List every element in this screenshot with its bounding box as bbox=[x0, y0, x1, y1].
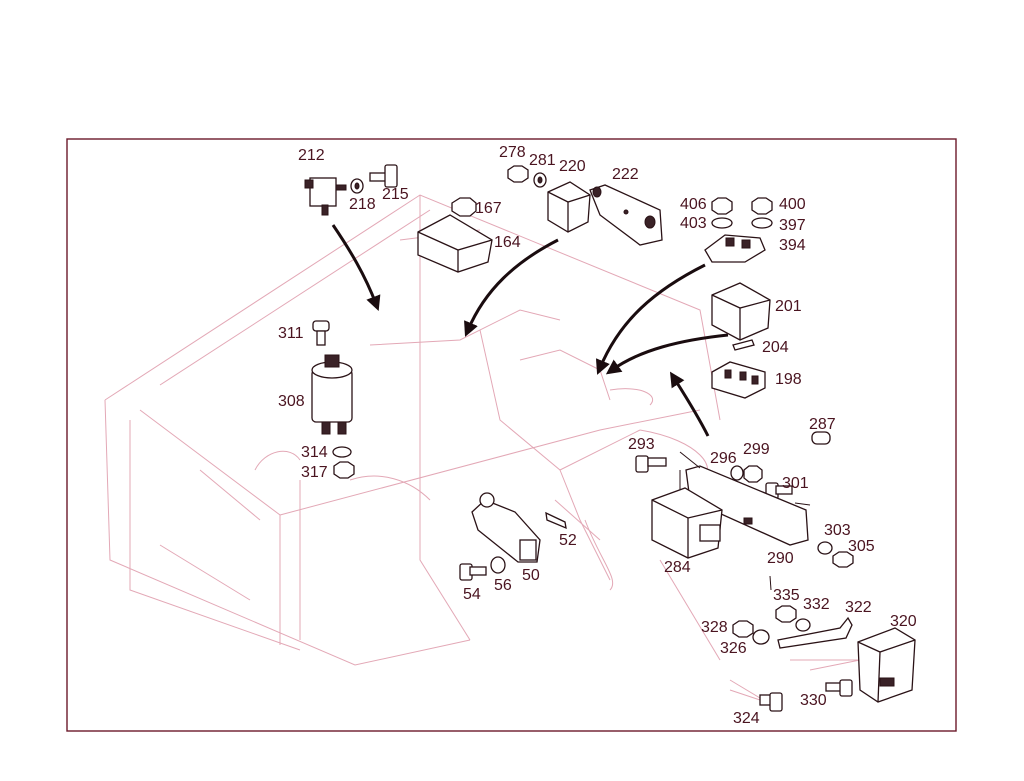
part-397-washer bbox=[751, 217, 773, 229]
label-308: 308 bbox=[278, 393, 305, 410]
label-278: 278 bbox=[499, 144, 526, 161]
part-212-switch bbox=[304, 177, 347, 216]
diagram-frame bbox=[66, 138, 957, 732]
label-314: 314 bbox=[301, 444, 328, 461]
label-204: 204 bbox=[762, 339, 789, 356]
assembly-arrows bbox=[331, 224, 729, 437]
label-287: 287 bbox=[809, 416, 836, 433]
part-400-nut bbox=[751, 197, 773, 215]
label-320: 320 bbox=[890, 613, 917, 630]
part-281-washer bbox=[533, 172, 547, 188]
label-311: 311 bbox=[278, 325, 304, 342]
label-284: 284 bbox=[664, 559, 691, 576]
part-299-nut bbox=[743, 465, 763, 483]
label-296: 296 bbox=[710, 450, 737, 467]
label-215: 215 bbox=[382, 186, 409, 203]
part-220-relay bbox=[547, 181, 591, 233]
label-198: 198 bbox=[775, 371, 802, 388]
part-54-bolt bbox=[459, 563, 487, 581]
part-198-socket bbox=[711, 361, 766, 399]
vehicle-body-outline bbox=[104, 194, 861, 711]
label-50: 50 bbox=[522, 567, 540, 584]
label-317: 317 bbox=[301, 464, 328, 481]
leader-lines bbox=[679, 451, 811, 591]
label-299: 299 bbox=[743, 441, 770, 458]
label-52: 52 bbox=[559, 532, 577, 549]
label-305: 305 bbox=[848, 538, 875, 555]
callout-labels: 212 218 215 167 164 278 281 220 222 406 … bbox=[278, 144, 917, 727]
part-222-bracket bbox=[589, 184, 663, 246]
part-293-bolt bbox=[635, 455, 667, 473]
part-287-sleeve bbox=[811, 431, 831, 445]
part-167-nut bbox=[451, 197, 477, 217]
part-303-washer bbox=[817, 541, 833, 555]
part-332-washer bbox=[795, 618, 811, 632]
part-320-control-unit bbox=[857, 627, 916, 703]
label-167: 167 bbox=[475, 200, 502, 217]
part-311-bolt bbox=[312, 320, 330, 346]
label-164: 164 bbox=[494, 234, 521, 251]
part-326-washer bbox=[752, 629, 770, 645]
part-296-washer bbox=[730, 465, 744, 481]
label-290: 290 bbox=[767, 550, 794, 567]
part-164-module bbox=[417, 214, 493, 273]
label-394: 394 bbox=[779, 237, 806, 254]
part-322-bracket bbox=[777, 616, 853, 649]
label-326: 326 bbox=[720, 640, 747, 657]
part-201-relay bbox=[711, 282, 771, 341]
part-335-nut bbox=[775, 605, 797, 623]
label-56: 56 bbox=[494, 577, 512, 594]
label-220: 220 bbox=[559, 158, 586, 175]
part-284-control-unit bbox=[651, 487, 723, 559]
part-317-nut bbox=[333, 461, 355, 479]
part-328-nut bbox=[732, 620, 754, 638]
part-314-washer bbox=[332, 446, 352, 458]
part-50-sensor bbox=[471, 492, 541, 563]
label-403: 403 bbox=[680, 215, 707, 232]
label-218: 218 bbox=[349, 196, 376, 213]
label-322: 322 bbox=[845, 599, 872, 616]
part-403-washer bbox=[711, 217, 733, 229]
part-330-bolt bbox=[825, 679, 853, 697]
part-52-pin bbox=[545, 511, 567, 530]
part-305-nut bbox=[832, 551, 854, 568]
label-400: 400 bbox=[779, 196, 806, 213]
label-201: 201 bbox=[775, 298, 802, 315]
part-218-washer bbox=[350, 178, 364, 194]
label-330: 330 bbox=[800, 692, 827, 709]
label-212: 212 bbox=[298, 147, 325, 164]
label-301: 301 bbox=[782, 475, 809, 492]
label-335: 335 bbox=[773, 587, 800, 604]
label-324: 324 bbox=[733, 710, 760, 727]
part-56-washer bbox=[490, 556, 506, 574]
label-54: 54 bbox=[463, 586, 481, 603]
label-293: 293 bbox=[628, 436, 655, 453]
part-324-bolt bbox=[759, 692, 783, 712]
label-397: 397 bbox=[779, 217, 806, 234]
part-406-nut bbox=[711, 197, 733, 215]
part-308-solenoid bbox=[311, 354, 353, 435]
part-394-holder bbox=[704, 234, 766, 263]
label-406: 406 bbox=[680, 196, 707, 213]
part-215-bolt bbox=[369, 164, 398, 188]
part-204-fuse bbox=[732, 339, 755, 351]
label-328: 328 bbox=[701, 619, 728, 636]
label-281: 281 bbox=[529, 152, 556, 169]
label-332: 332 bbox=[803, 596, 830, 613]
part-278-nut bbox=[507, 165, 529, 183]
label-303: 303 bbox=[824, 522, 851, 539]
label-222: 222 bbox=[612, 166, 639, 183]
